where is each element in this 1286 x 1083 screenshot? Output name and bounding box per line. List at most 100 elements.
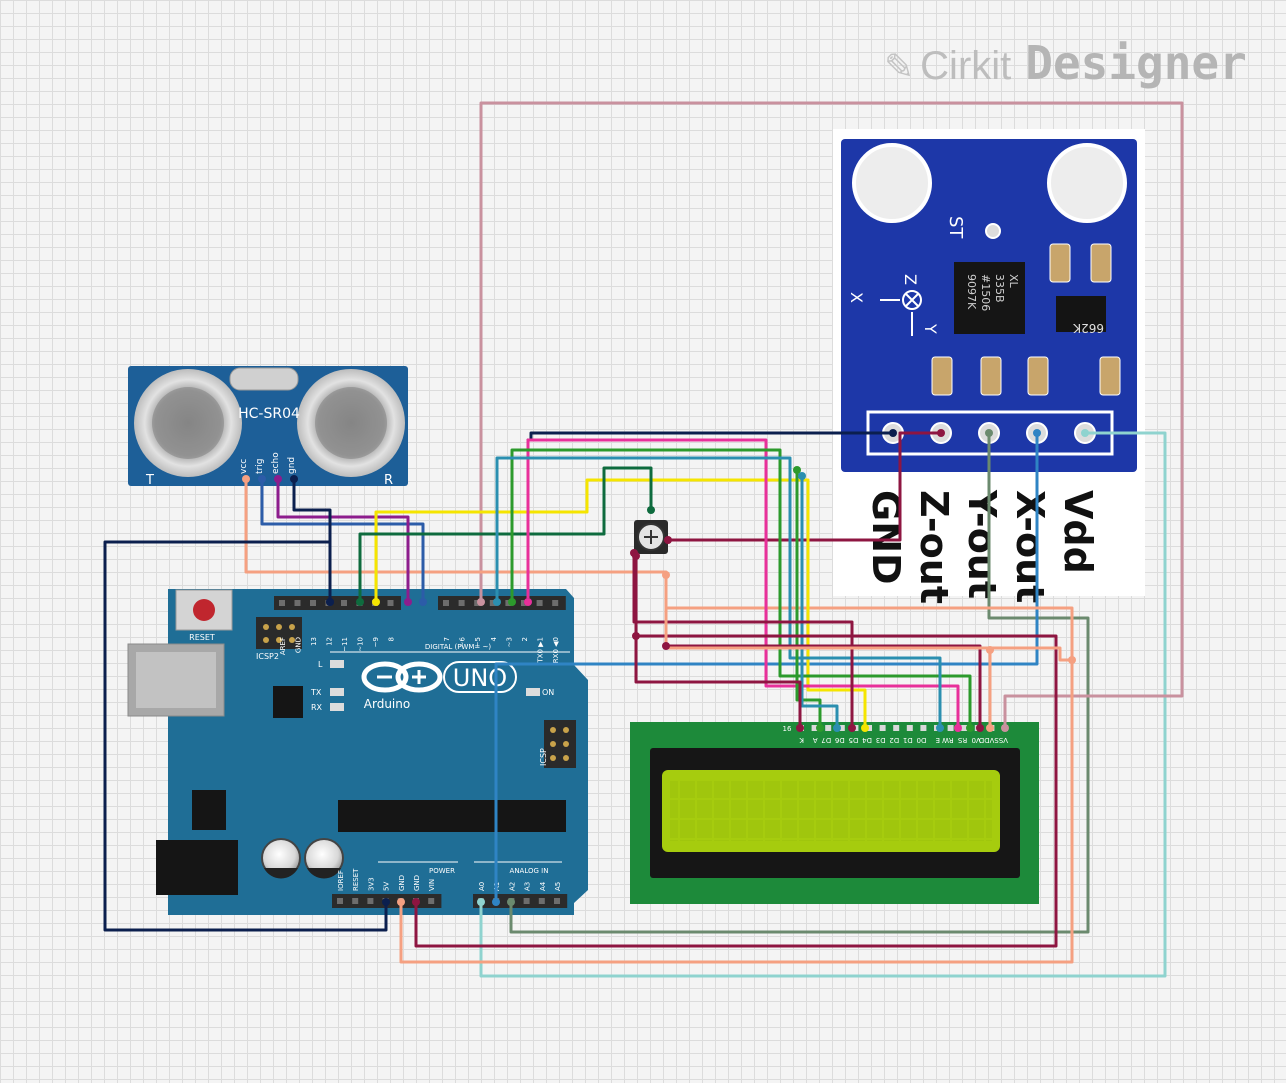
microcontroller-chip (338, 800, 566, 832)
lcd-pin-label: V0 (972, 736, 981, 744)
digital-pin[interactable] (387, 600, 394, 606)
smd-capacitors (931, 243, 1121, 396)
power-label: POWER (429, 867, 455, 875)
wire-endpoint (664, 536, 672, 544)
wire-maroon-gnd-2 (414, 634, 1058, 948)
brand-word-1: Cirkit (920, 44, 1012, 88)
wire-endpoint (796, 724, 804, 732)
lcd-pin-label: VDD (979, 736, 995, 744)
lcd-pin-label: K (799, 736, 804, 744)
wire-endpoint (936, 724, 944, 732)
lcd-pin[interactable] (961, 725, 968, 731)
chip-line-4: 9097K (965, 274, 978, 310)
wire-endpoint (976, 724, 984, 732)
wire-endpoint (816, 724, 824, 732)
sensor-t-label: T (145, 473, 154, 488)
voltage-regulator (192, 790, 226, 830)
wire-accel-vdd (479, 431, 1167, 978)
lcd-pin-label: D2 (889, 736, 899, 744)
wire-endpoint (861, 724, 869, 732)
lcd-pin[interactable] (811, 725, 818, 731)
power-pin-label: RESET (352, 868, 360, 891)
digital-pin[interactable] (489, 600, 496, 606)
potentiometer[interactable] (634, 520, 668, 554)
power-pin[interactable] (367, 898, 374, 904)
led-rx (330, 703, 344, 711)
y-label: Y (921, 323, 940, 334)
digital-pin[interactable] (521, 600, 527, 606)
digital-pin[interactable] (341, 600, 347, 606)
wire-magenta (526, 438, 960, 730)
sensor-model: HC-SR04 (238, 406, 300, 422)
sensor-pin-echo: echo (271, 452, 281, 474)
power-pin[interactable] (428, 898, 435, 904)
lcd-pin[interactable] (893, 725, 900, 731)
digital-pin[interactable] (458, 600, 465, 606)
power-jack (156, 840, 238, 895)
digital-pin-label: 12 (326, 637, 334, 646)
lcd-pin[interactable] (947, 725, 954, 731)
digital-pin[interactable] (294, 600, 301, 606)
analog-pin-label: A2 (508, 882, 516, 891)
analog-pin[interactable] (523, 898, 530, 904)
wire-endpoint (1081, 429, 1089, 437)
digital-pin[interactable] (536, 600, 543, 606)
mount-hole-right (1047, 143, 1127, 223)
lcd-pin-label: D3 (876, 736, 886, 744)
arduino-uno-board[interactable]: RESET ICSP2 L TX RX ON UNO Arduino DIGIT… (127, 589, 588, 915)
accelerometer-module[interactable]: ST XL 335B #1506 9097K Z X Y 662K (833, 129, 1145, 604)
wire-endpoint (242, 475, 250, 483)
sensor-pin-vcc: vcc (239, 459, 249, 474)
wire-salmon-a (664, 573, 1074, 662)
digital-pin-label: 4 (490, 636, 498, 641)
lcd-pin[interactable] (825, 725, 832, 731)
usb-chip (273, 686, 303, 718)
digital-pin-label: 7 (443, 637, 451, 641)
z-label: Z (901, 274, 920, 285)
digital-pin-label: ~3 (505, 637, 513, 647)
power-pin[interactable] (337, 898, 343, 904)
accel-label-xout: X-out (1008, 490, 1052, 603)
wire-endpoint (1033, 429, 1041, 437)
digital-pin[interactable] (552, 600, 559, 606)
digital-pin-label: ~10 (357, 637, 365, 652)
lcd-pin[interactable] (920, 725, 927, 731)
lcd-pin-label: D6 (834, 736, 844, 744)
wire-endpoint (493, 598, 501, 606)
lcd-pin[interactable] (906, 725, 913, 731)
wire-endpoint (507, 898, 515, 906)
wire-layer (103, 101, 1184, 978)
x-label: X (847, 292, 866, 303)
lcd-pin-label: D0 (917, 736, 927, 744)
digital-pin[interactable] (443, 600, 449, 606)
wire-accel-zout (666, 431, 943, 542)
ultrasonic-sensor[interactable]: HC-SR04 T R vcc trig echo gnd (128, 366, 408, 488)
mount-hole-left (852, 143, 932, 223)
wire-maroon-vss (664, 644, 982, 730)
power-pin-label: VIN (428, 879, 436, 891)
analog-pin[interactable] (554, 898, 560, 904)
wire-yellow (374, 478, 867, 730)
analog-pin[interactable] (538, 898, 545, 904)
cirkit-branding: ✎ Cirkit Designer (884, 36, 1247, 90)
wire-pink-top (479, 101, 1184, 730)
icsp-label: ICSP (539, 748, 548, 766)
digital-pin-label: AREF (279, 637, 287, 655)
wire-endpoint (326, 598, 334, 606)
digital-pin-label: ~6 (459, 636, 467, 647)
digital-pin[interactable] (310, 600, 316, 606)
uno-logo-outline (443, 661, 517, 693)
power-pin[interactable] (352, 898, 359, 904)
led-tx-label: TX (310, 688, 322, 697)
wire-endpoint (798, 472, 806, 480)
wire-sonar-vcc (244, 477, 1074, 964)
wire-endpoint (397, 898, 405, 906)
digital-pin[interactable] (279, 600, 285, 606)
lcd-pin[interactable] (879, 725, 886, 731)
sensor-pin-gnd: gnd (287, 457, 297, 474)
lcd-pin[interactable] (838, 725, 845, 731)
wire-endpoint (848, 724, 856, 732)
brand-word-2: Designer (1025, 36, 1247, 90)
